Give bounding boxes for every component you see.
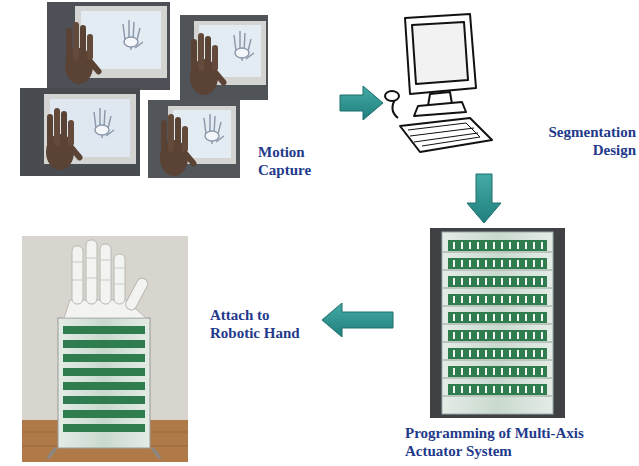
photo	[22, 236, 188, 462]
block-arrow	[340, 86, 383, 120]
photo	[20, 88, 140, 176]
computer-icon	[385, 14, 492, 152]
block-arrow	[467, 174, 501, 223]
stage-label: Segmentation Design	[532, 123, 636, 159]
stage-node: Motion Capture	[18, 0, 338, 190]
stage-node: Attach to Robotic Hand	[20, 234, 320, 464]
photo	[148, 100, 240, 178]
photo	[47, 2, 170, 90]
photo	[180, 15, 268, 100]
block-arrow	[322, 303, 393, 337]
photo	[430, 228, 565, 418]
stage-node: Programming of Multi-Axis Actuator Syste…	[395, 225, 636, 464]
stage-node: Segmentation Design	[385, 5, 638, 172]
stage-label: Attach to Robotic Hand	[210, 306, 302, 342]
stage-label: Motion Capture	[258, 143, 336, 179]
stage-label: Programming of Multi-Axis Actuator Syste…	[405, 424, 633, 460]
